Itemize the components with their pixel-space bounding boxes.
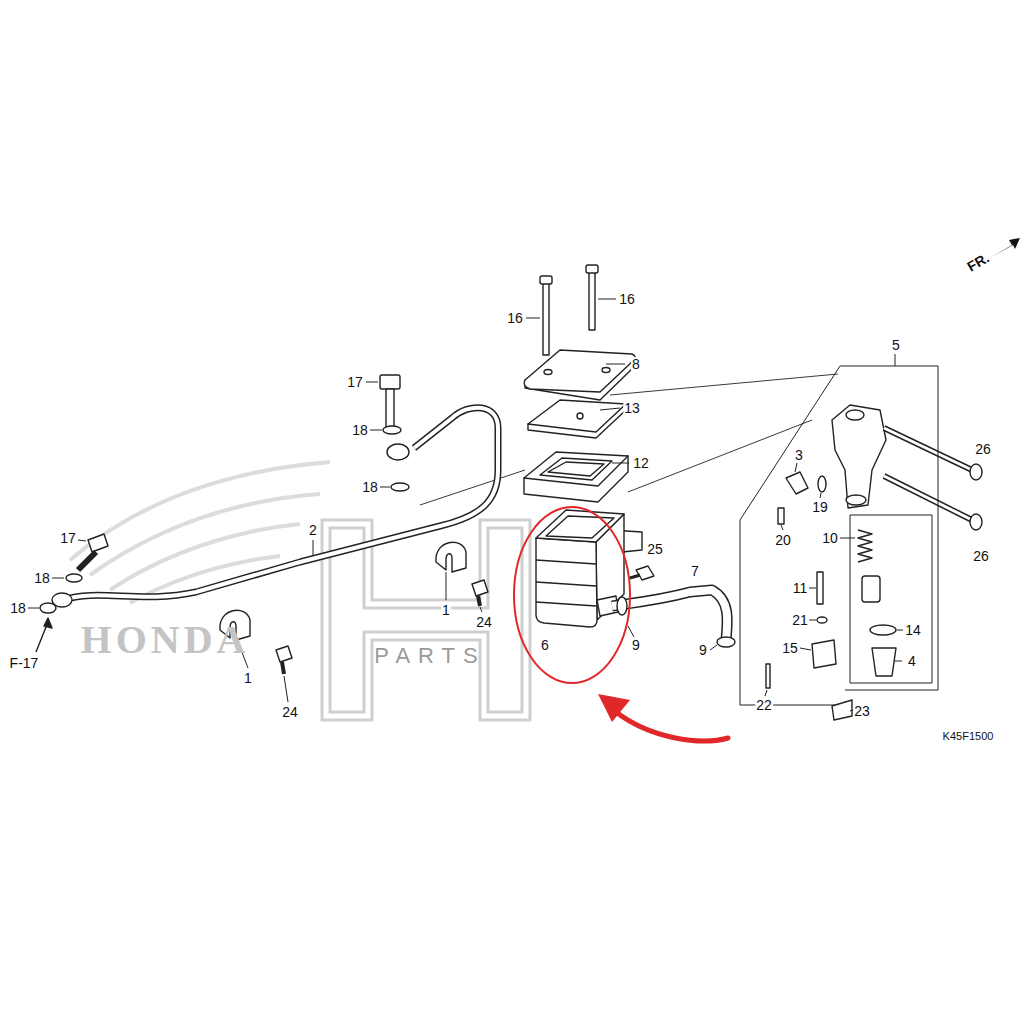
- callout-number: 14: [904, 623, 922, 637]
- highlight-arrow: [616, 712, 728, 741]
- callout-number: 18: [33, 571, 51, 585]
- leader-lines: [28, 299, 903, 711]
- callout-number: 24: [281, 705, 299, 719]
- callout-number: 2: [308, 523, 318, 537]
- callout-number: 9: [698, 643, 708, 657]
- callout-number: 25: [646, 542, 664, 556]
- callout-number: 4: [907, 654, 917, 668]
- callout-number: 8: [631, 357, 641, 371]
- callout-number: 1: [441, 603, 451, 617]
- watermark-text: PARTS: [373, 645, 486, 667]
- callout-number: 21: [791, 613, 809, 627]
- highlight-outline: [512, 505, 632, 685]
- callout-number: 23: [853, 704, 871, 718]
- part-drawings: [36, 265, 982, 720]
- callout-number: 16: [618, 292, 636, 306]
- watermark-text: HONDA: [80, 620, 251, 660]
- callout-number: 13: [623, 401, 641, 415]
- callout-number: 16: [506, 311, 524, 325]
- callout-number: 20: [774, 533, 792, 547]
- callout-number: 17: [59, 531, 77, 545]
- highlight-circle: 6: [512, 505, 632, 685]
- callout-number: 18: [361, 480, 379, 494]
- callout-number: 5: [891, 338, 901, 352]
- callout-number: 18: [9, 601, 27, 615]
- callout-number: 10: [821, 531, 839, 545]
- callout-number: 17: [346, 375, 364, 389]
- callout-number: 6: [541, 638, 549, 652]
- callout-number: 12: [632, 456, 650, 470]
- callout-number: 24: [475, 615, 493, 629]
- reference-code: F-17: [9, 656, 40, 670]
- highlight-arrowhead: [598, 694, 630, 722]
- callout-number: 18: [351, 423, 369, 437]
- diagram-code: K45F1500: [942, 731, 995, 742]
- callout-number: 1: [243, 671, 253, 685]
- watermark-wing: [70, 462, 330, 603]
- callout-number: 3: [794, 448, 804, 462]
- callout-number: 7: [690, 564, 700, 578]
- direction-arrow: [990, 238, 1020, 258]
- callout-number: 26: [972, 549, 990, 563]
- callout-number: 9: [631, 638, 641, 652]
- callout-number: 22: [755, 698, 773, 712]
- callout-number: 15: [781, 641, 799, 655]
- callout-number: 11: [792, 581, 809, 595]
- callout-number: 26: [974, 442, 992, 456]
- callout-number: 19: [811, 500, 829, 514]
- direction-label: FR.: [964, 250, 992, 274]
- highlight-ellipse: [514, 507, 630, 683]
